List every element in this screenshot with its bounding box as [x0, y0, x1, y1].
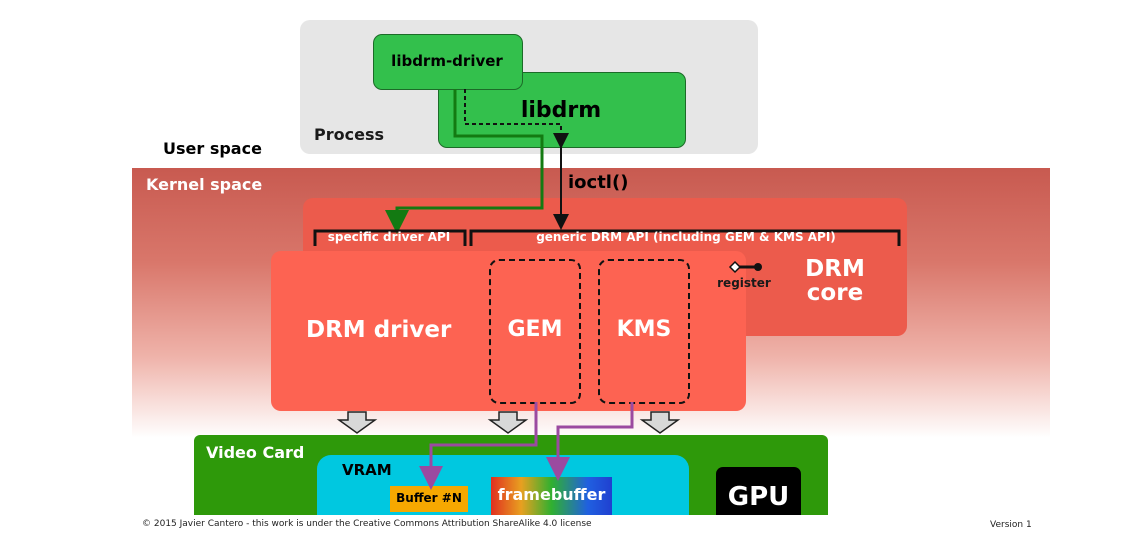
register-diamond-icon: [728, 260, 742, 274]
gpu-box: [716, 467, 801, 515]
process-label: Process: [314, 125, 384, 144]
copyright-notice: © 2015 Javier Cantero - this work is und…: [142, 519, 592, 529]
libdrm-driver-label: libdrm-driver: [391, 52, 503, 70]
down-arrow-icon: [487, 411, 529, 434]
generic-api-label: generic DRM API (including GEM & KMS API…: [536, 230, 836, 244]
register-label: register: [717, 276, 771, 290]
down-arrow-icon: [639, 411, 681, 434]
framebuffer-label: framebuffer: [497, 485, 606, 504]
gem-buffer-arrow: [419, 402, 538, 490]
generic-api-bracket: [469, 229, 901, 246]
buffer-n-label: Buffer #N: [396, 491, 462, 505]
gpu-label: GPU: [727, 482, 790, 512]
drm-driver-box: [271, 251, 746, 411]
libdrm-driver-box: [373, 34, 523, 90]
video-card-label: Video Card: [206, 443, 305, 462]
libdrm-label: libdrm: [520, 98, 602, 123]
vram-label: VRAM: [342, 461, 392, 479]
kernel-space-label: Kernel space: [146, 175, 263, 194]
libdrm-call-arrow: [464, 89, 569, 149]
specific-api-label: specific driver API: [327, 230, 451, 244]
down-arrow-icon: [336, 411, 378, 434]
kms-label: KMS: [616, 317, 672, 342]
gem-label: GEM: [507, 317, 563, 342]
user-space-label: User space: [163, 139, 262, 158]
kms-box: [598, 259, 690, 404]
buffer-n-box: [390, 486, 468, 512]
driver-path-arrow: [385, 89, 544, 234]
specific-api-bracket: [313, 229, 467, 246]
drm-core-label-line2: core: [806, 280, 864, 306]
drm-driver-label: DRM driver: [306, 317, 452, 343]
register-dot-icon: [754, 263, 762, 271]
version-label: Version 1: [990, 520, 1032, 530]
ioctl-label: ioctl(): [568, 172, 629, 193]
framebuffer-box: [491, 477, 612, 515]
drm-core-label-line1: DRM: [805, 256, 865, 282]
kms-framebuffer-arrow: [546, 402, 634, 481]
